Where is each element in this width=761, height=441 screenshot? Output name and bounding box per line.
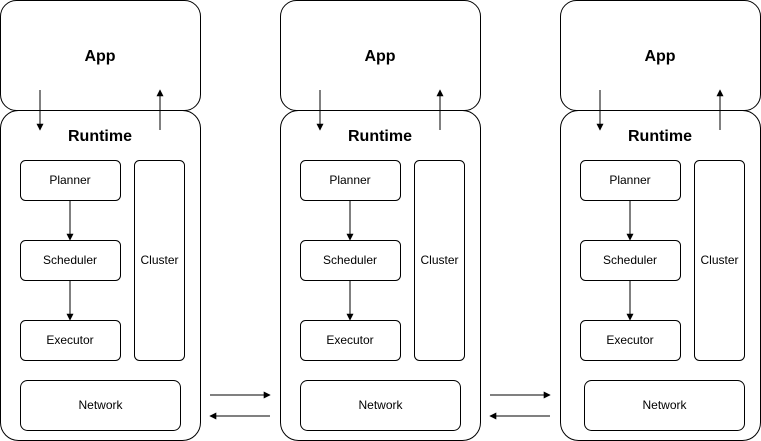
network-box[interactable] xyxy=(20,380,181,431)
scheduler-label: Scheduler xyxy=(323,253,377,267)
cluster-label: Cluster xyxy=(700,253,738,267)
executor-box[interactable] xyxy=(300,320,401,361)
planner-box[interactable] xyxy=(300,160,401,201)
network-link-1-2 xyxy=(209,391,271,420)
planner-box[interactable] xyxy=(580,160,681,201)
node-2: App Runtime Planner Scheduler Executor C… xyxy=(280,0,481,441)
scheduler-box[interactable] xyxy=(300,240,401,281)
app-label: App xyxy=(84,48,115,65)
node-3: App Runtime Planner Scheduler Executor C… xyxy=(560,0,761,441)
cluster-label: Cluster xyxy=(140,253,178,267)
node-1: App Runtime Planner Scheduler Executor C… xyxy=(0,0,201,441)
app-label: App xyxy=(644,48,675,65)
planner-box[interactable] xyxy=(20,160,121,201)
planner-label: Planner xyxy=(49,173,90,187)
planner-label: Planner xyxy=(609,173,650,187)
scheduler-label: Scheduler xyxy=(43,253,97,267)
executor-label: Executor xyxy=(46,333,93,347)
cluster-box[interactable] xyxy=(134,160,185,361)
executor-box[interactable] xyxy=(580,320,681,361)
runtime-label: Runtime xyxy=(628,128,692,145)
executor-label: Executor xyxy=(326,333,373,347)
network-label: Network xyxy=(78,398,123,412)
scheduler-box[interactable] xyxy=(580,240,681,281)
network-label: Network xyxy=(358,398,403,412)
executor-label: Executor xyxy=(606,333,653,347)
network-label: Network xyxy=(642,398,687,412)
planner-label: Planner xyxy=(329,173,370,187)
app-label: App xyxy=(364,48,395,65)
runtime-label: Runtime xyxy=(68,128,132,145)
cluster-box[interactable] xyxy=(414,160,465,361)
scheduler-label: Scheduler xyxy=(603,253,657,267)
runtime-label: Runtime xyxy=(348,128,412,145)
network-link-2-3 xyxy=(489,391,551,420)
executor-box[interactable] xyxy=(20,320,121,361)
network-box[interactable] xyxy=(584,380,745,431)
network-box[interactable] xyxy=(300,380,461,431)
scheduler-box[interactable] xyxy=(20,240,121,281)
cluster-box[interactable] xyxy=(694,160,745,361)
cluster-label: Cluster xyxy=(420,253,458,267)
